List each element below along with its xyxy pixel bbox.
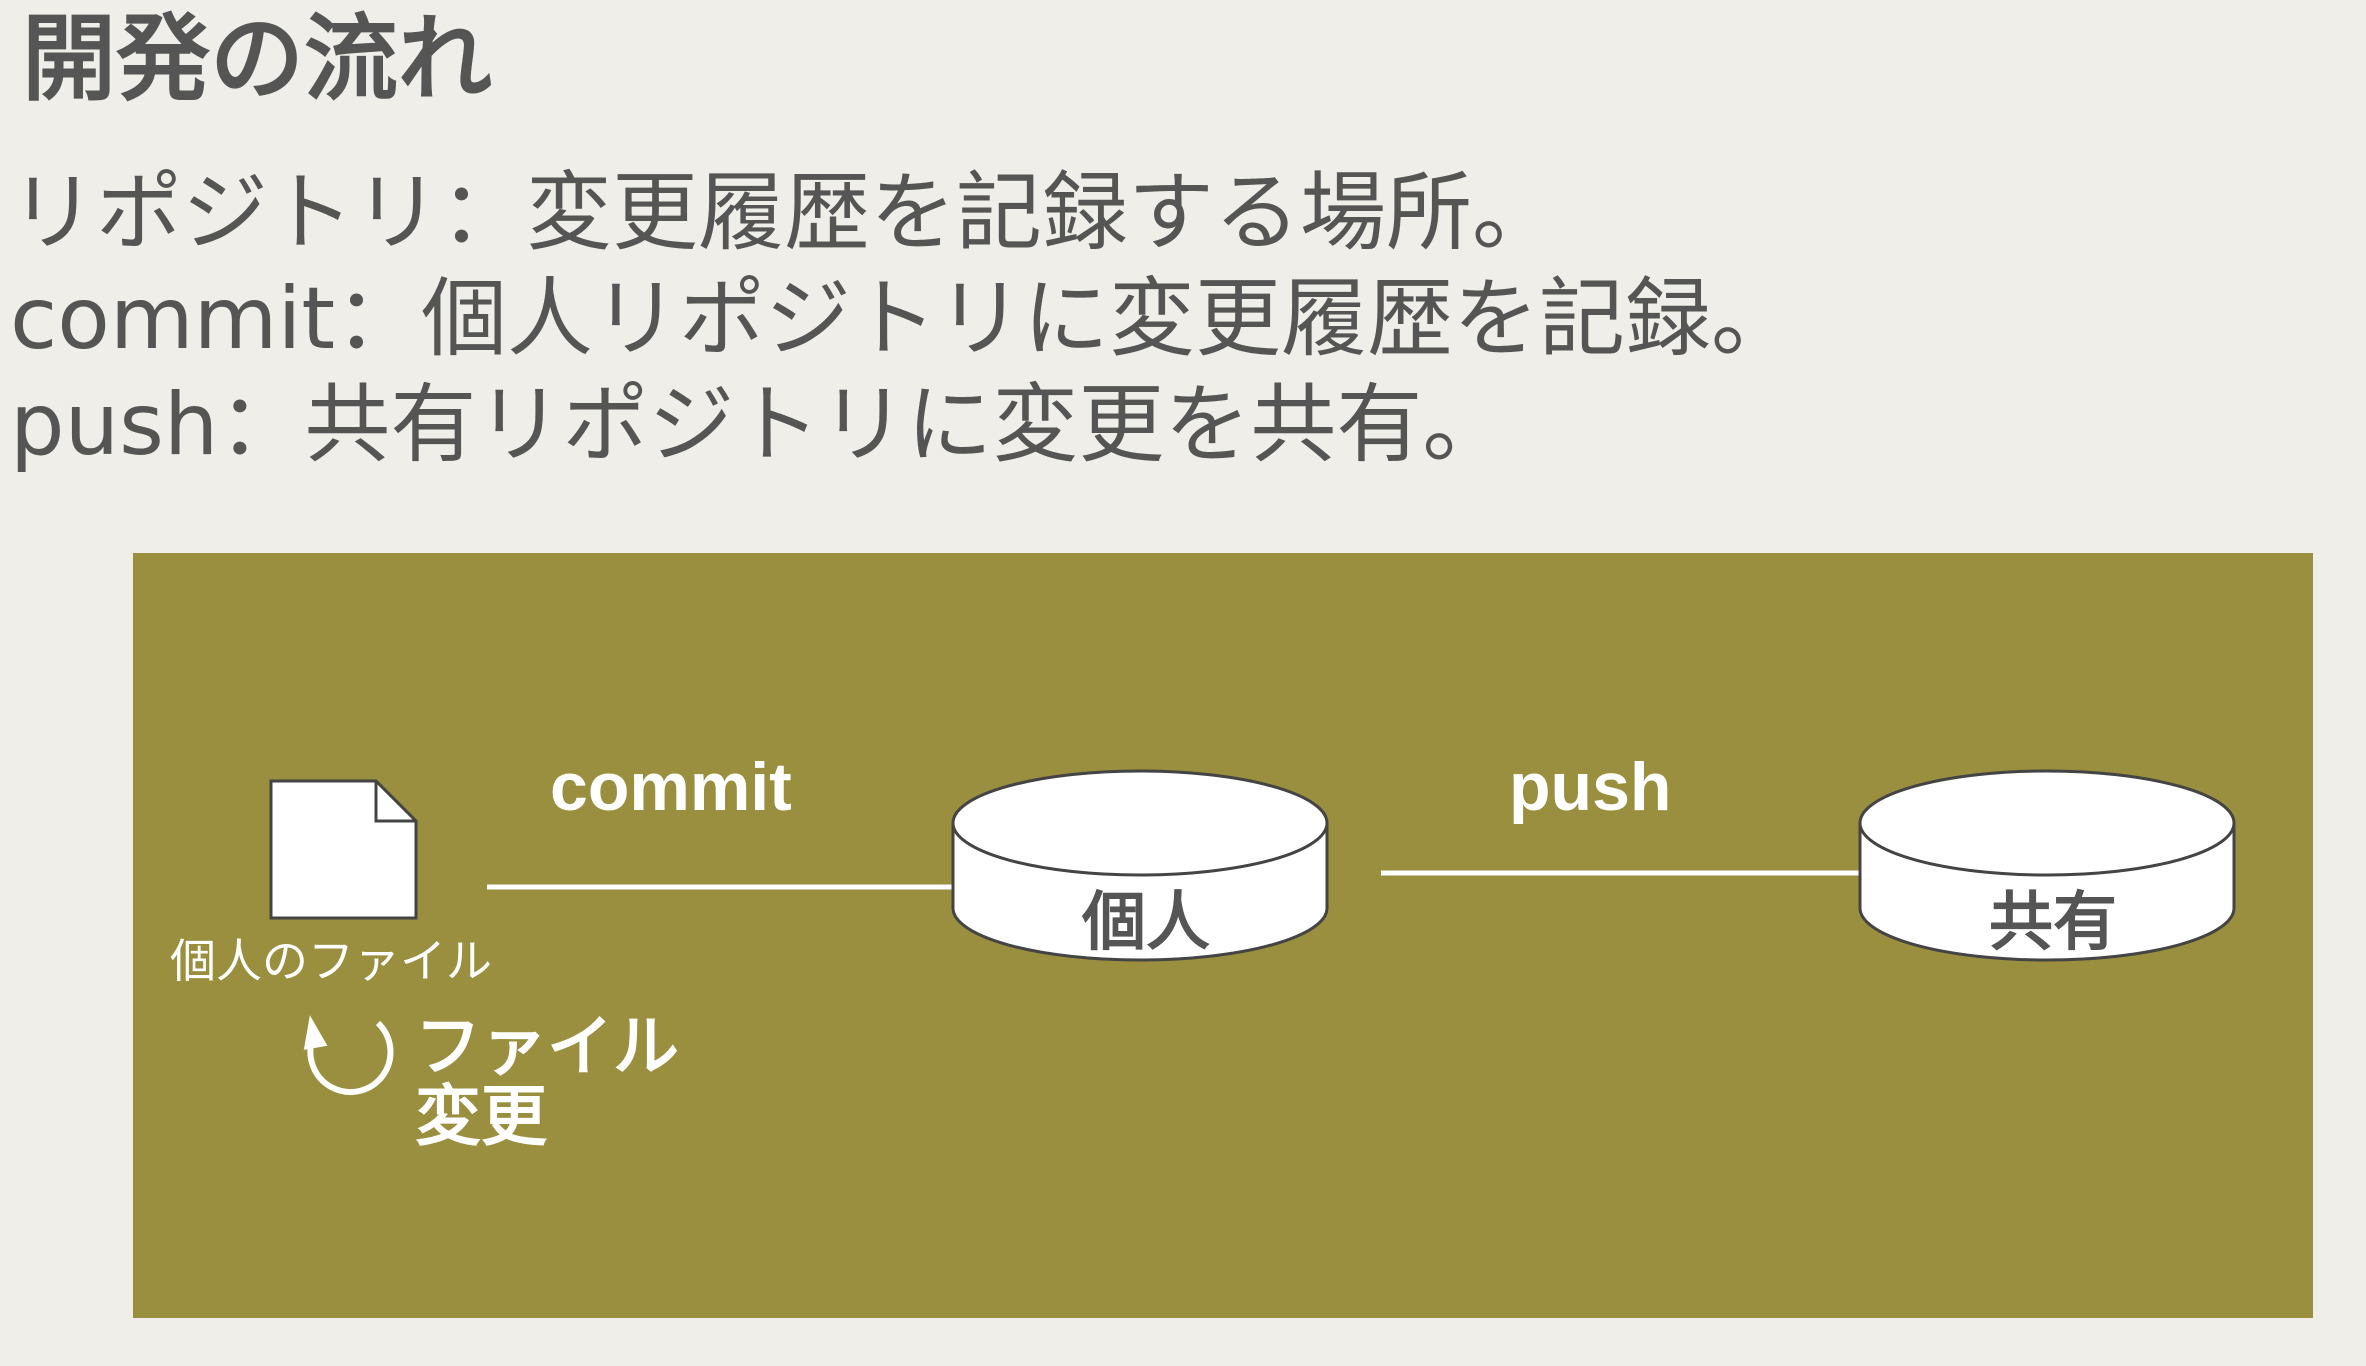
file-caption: 個人のファイル (170, 934, 492, 988)
personal-repo-label: 個人 (1082, 886, 1210, 960)
description-block: リポジトリ：変更履歴を記録する場所。 commit：個人リポジトリに変更履歴を記… (10, 160, 1797, 478)
description-line-push: push：共有リポジトリに変更を共有。 (10, 375, 1509, 475)
commit-label: commit (550, 749, 792, 825)
shared-repo-database-icon (1858, 769, 2236, 962)
diagram-graphics (269, 769, 2236, 1095)
description-line-commit: commit：個人リポジトリに変更履歴を記録。 (10, 269, 1798, 369)
description-line-repository: リポジトリ：変更履歴を記録する場所。 (10, 163, 1558, 263)
file-change-label-line2: 変更 (415, 1078, 547, 1155)
push-label: push (1509, 749, 1672, 825)
refresh-cycle-icon (303, 1015, 394, 1095)
diagram-panel: commit push 個人のファイル ファイル 変更 個人 共有 (133, 553, 2313, 1318)
document-icon (269, 779, 418, 920)
shared-repo-label: 共有 (1989, 886, 2117, 960)
page-title: 開発の流れ (22, 5, 493, 114)
file-change-label-line1: ファイル (415, 1008, 679, 1085)
personal-repo-database-icon (951, 769, 1329, 962)
